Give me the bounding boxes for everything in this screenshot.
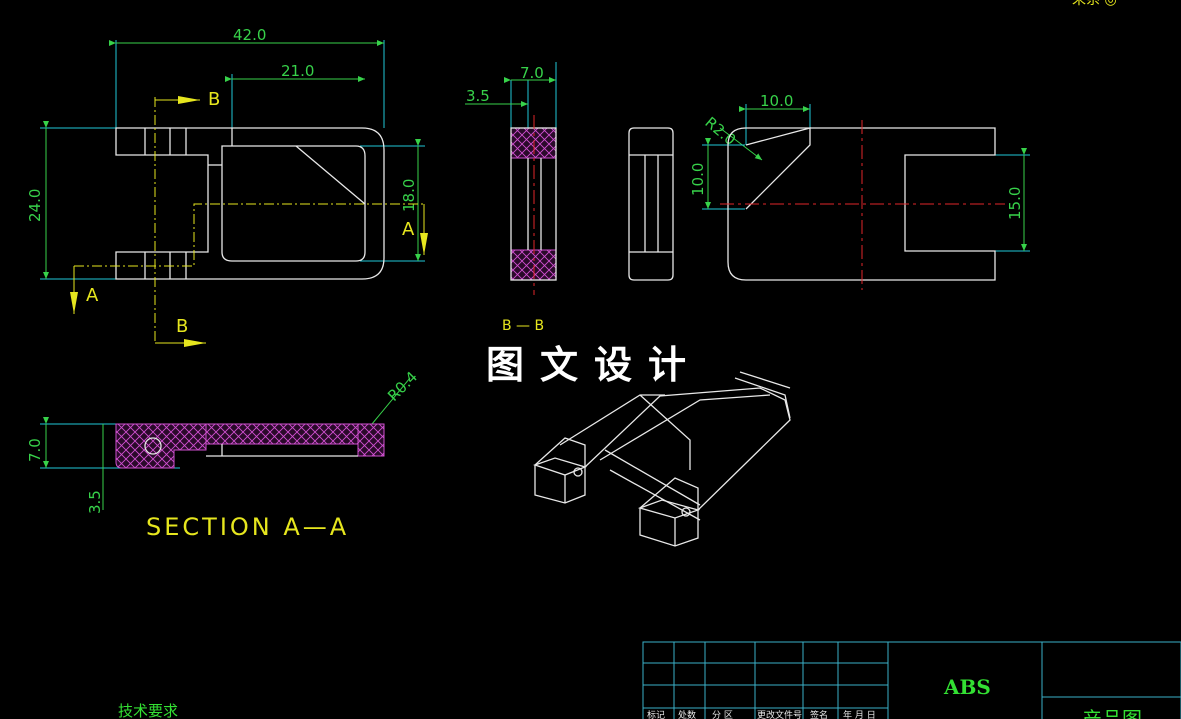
dim-section-offset: 3.5 [86,490,104,514]
dim-pocket-height: 15.0 [1006,187,1024,220]
section-marker-a-left: A [86,285,99,306]
dim-slot-length: 21.0 [281,62,314,80]
section-marker-b-top: B [208,89,220,110]
front-view: 42.0 21.0 24.0 18.0 [26,26,428,347]
dim-side-height: 10.0 [689,163,707,196]
material-label: ABS [943,675,991,699]
watermark-text: 图文设计 [486,342,702,387]
dim-overall-height: 24.0 [26,189,44,222]
isometric-view [532,371,791,547]
dim-chamfer-width: 10.0 [760,92,793,110]
drawing-name-partial: 产品图 [1082,707,1142,719]
dim-inner-height: 18.0 [400,179,418,212]
title-block-header-6: 年 月 日 [843,709,876,719]
dim-half-thickness: 3.5 [466,87,490,105]
title-block: 标记 处数 分 区 更改文件号 签名 年 月 日 ABS 产品图 [642,641,1181,719]
section-marker-b-bottom: B [176,316,188,337]
title-block-header-3: 分 区 [712,710,733,719]
technical-requirements-label: 技术要求 [118,702,178,719]
title-block-header-1: 标记 [647,709,665,719]
section-title: SECTION A—A [146,513,349,541]
section-aa-view: 7.0 3.5 R0.4 SECTION A—A [26,368,421,541]
side-view [628,127,674,281]
section-bb-view: 7.0 3.5 B — B [465,62,557,334]
title-block-header-5: 签名 [810,709,828,719]
dim-overall-length: 42.0 [233,26,266,44]
section-marker-a-right: A [402,219,415,240]
title-block-header-4: 更改文件号 [757,709,802,719]
top-view: 10.0 R2.0 10.0 15.0 [689,92,1030,290]
dim-thickness: 7.0 [520,64,544,82]
title-block-header-2: 处数 [678,709,696,719]
dim-section-height: 7.0 [26,438,44,462]
bb-view-label: B — B [502,318,544,334]
top-right-text: 未系 ◎ [1072,0,1117,8]
